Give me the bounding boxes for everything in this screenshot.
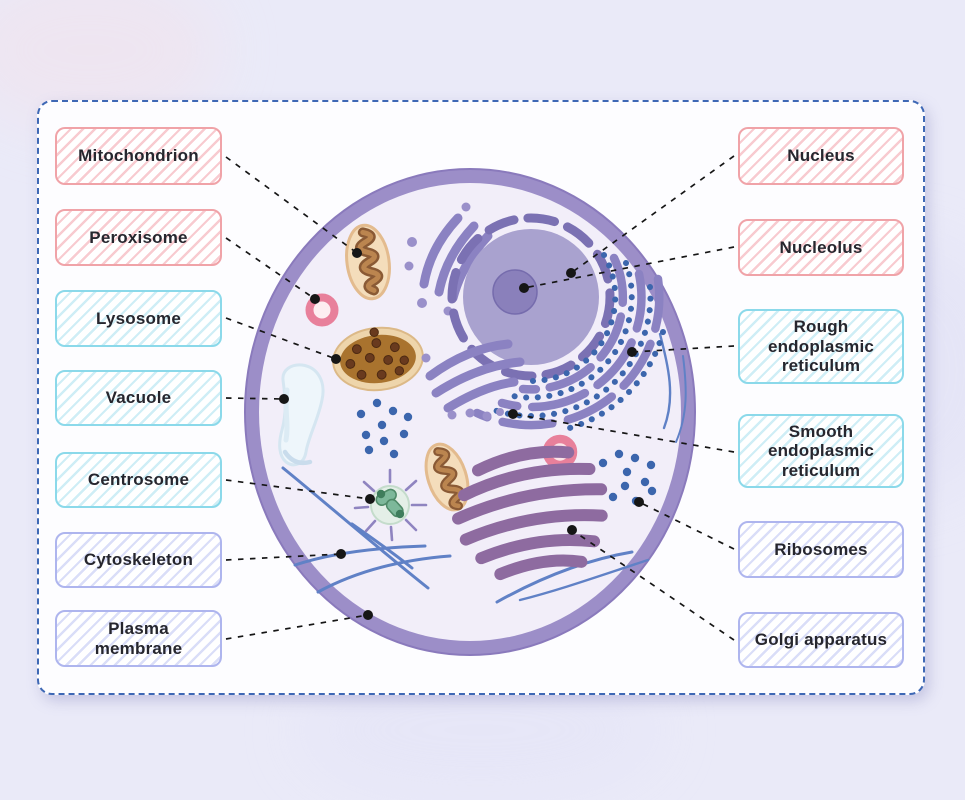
nucleus-illustration — [447, 213, 615, 381]
label-text: Lysosome — [95, 308, 182, 328]
connector-rough-er — [631, 345, 735, 353]
connector-lines — [225, 155, 735, 641]
anchor-dot-rough-er — [627, 347, 637, 357]
connector-plasma-membrane — [225, 614, 369, 640]
anchor-dot-centrosome — [365, 494, 375, 504]
label-text: Smooth endoplasmic reticulum — [767, 421, 875, 480]
mitochondrion-illustration — [345, 223, 391, 301]
connector-anchor-dots — [279, 248, 644, 620]
connector-golgi — [571, 529, 735, 641]
label-text: Centrosome — [87, 470, 190, 490]
golgi-apparatus-illustration — [452, 445, 608, 581]
smooth-er-illustration — [421, 339, 525, 421]
connector-nucleus — [570, 155, 735, 274]
label-text: Nucleus — [787, 146, 855, 166]
cell-illustration — [225, 155, 735, 656]
anchor-dot-vacuole — [279, 394, 289, 404]
connector-ribosomes — [638, 501, 735, 550]
label-peroxisome: Peroxisome — [55, 209, 222, 266]
label-text: Plasma membrane — [94, 618, 183, 658]
vacuole-illustration — [278, 363, 325, 467]
label-mitochondrion: Mitochondrion — [55, 127, 222, 185]
anchor-dot-mitochondrion — [352, 248, 362, 258]
label-text: Cytoskeleton — [83, 550, 194, 570]
label-text: Rough endoplasmic reticulum — [767, 317, 875, 376]
lysosome-illustration — [332, 326, 424, 392]
connector-mitochondrion — [225, 156, 358, 254]
label-text: Golgi apparatus — [754, 630, 888, 650]
anchor-dot-nucleus — [566, 268, 576, 278]
anchor-dot-smooth-er — [508, 409, 518, 419]
connector-centrosome — [225, 479, 371, 500]
label-plasma-membrane: Plasma membrane — [55, 610, 222, 667]
connector-vacuole — [225, 397, 285, 400]
anchor-dot-cytoskeleton — [336, 549, 346, 559]
nuclear-envelope — [447, 213, 615, 381]
label-golgi-apparatus: Golgi apparatus — [738, 612, 904, 668]
label-text: Mitochondrion — [78, 146, 199, 166]
label-text: Peroxisome — [89, 227, 188, 247]
label-ribosomes: Ribosomes — [738, 521, 904, 578]
nucleolus-illustration — [492, 269, 538, 315]
label-text: Ribosomes — [774, 539, 868, 559]
connector-smooth-er — [512, 413, 735, 453]
anchor-dot-nucleolus — [519, 283, 529, 293]
label-text: Nucleolus — [779, 237, 863, 257]
label-lysosome: Lysosome — [55, 290, 222, 347]
anchor-dot-plasma-membrane — [363, 610, 373, 620]
cytoskeleton-illustration — [281, 332, 687, 604]
label-text: Vacuole — [105, 388, 172, 408]
label-cytoskeleton: Cytoskeleton — [55, 532, 222, 588]
anchor-dot-peroxisome — [310, 294, 320, 304]
centrosome-illustration — [353, 468, 428, 542]
connector-lysosome — [225, 317, 337, 360]
label-rough-endoplasmic-reticulum: Rough endoplasmic reticulum — [738, 309, 904, 384]
anchor-dot-golgi — [567, 525, 577, 535]
anchor-dot-ribosomes — [634, 497, 644, 507]
mitochondrion-illustration-2 — [424, 442, 470, 512]
cell-diagram-stage: Mitochondrion Peroxisome Lysosome Vacuol… — [37, 100, 925, 695]
label-centrosome: Centrosome — [55, 452, 222, 508]
label-vacuole: Vacuole — [55, 370, 222, 426]
anchor-dot-lysosome — [331, 354, 341, 364]
label-nucleus: Nucleus — [738, 127, 904, 185]
label-smooth-endoplasmic-reticulum: Smooth endoplasmic reticulum — [738, 414, 904, 488]
label-nucleolus: Nucleolus — [738, 219, 904, 276]
rough-er-illustration — [472, 252, 666, 432]
